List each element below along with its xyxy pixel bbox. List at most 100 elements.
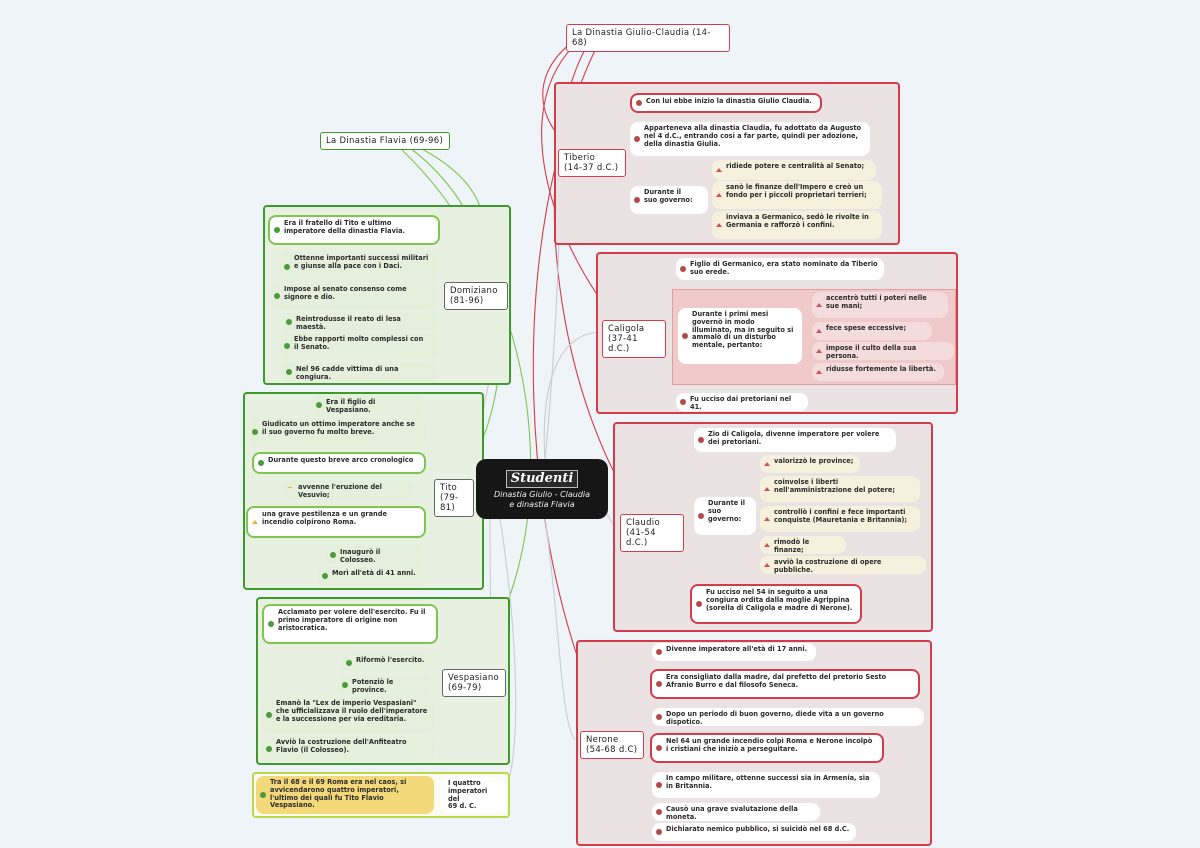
central-topic[interactable]: Studenti Dinastia Giulio - Claudia e din… [476,459,608,519]
tiberio-sub-2[interactable]: sanò le finanze dell'Impero e creò un fo… [712,181,882,209]
vespasiano-item-4[interactable]: Emanò la "Lex de imperio Vespasiani" che… [262,697,434,733]
claudio-during[interactable]: Durante il suo governo: [694,497,756,535]
node-claudio[interactable]: Claudio (41-54 d.C.) [620,514,684,552]
node-caligola[interactable]: Caligola (37-41 d.C.) [602,320,666,358]
tito-item-7[interactable]: Morì all'età di 41 anni. [318,567,424,585]
triangle-icon [764,543,770,547]
caligola-sub-3[interactable]: impose il culto della sua persona. [812,342,954,360]
tito-item-3[interactable]: Durante questo breve arco cronologico [252,452,426,474]
quattro-label-line2: imperatori del [448,786,488,803]
caligola-name: Caligola [608,324,645,334]
vespasiano-item-1-text: Acclamato per volere dell'esercito. Fu i… [278,608,426,632]
nerone-item-2[interactable]: Era consigliato dalla madre, dal prefett… [650,669,920,699]
domiziano-item-4[interactable]: Reintrodusse il reato di lesa maestà. [282,313,438,331]
bullet-icon [698,513,704,519]
tiberio-sub-3[interactable]: inviava a Germanico, sedò le rivolte in … [712,211,882,239]
caligola-item-last[interactable]: Fu ucciso dai pretoriani nel 41. [676,393,808,411]
bullet-icon [258,460,264,466]
tiberio-item-2[interactable]: Apparteneva alla dinastia Claudia, fu ad… [630,122,870,156]
claudio-sub-4[interactable]: rimodò le finanze; [760,536,846,554]
tito-item-6[interactable]: Inaugurò il Colosseo. [326,546,424,564]
nerone-item-2-text: Era consigliato dalla madre, dal prefett… [666,673,887,689]
caligola-sub-1[interactable]: accentrò tutti i poteri nelle sue mani; [812,292,948,318]
domiziano-item-2[interactable]: Ottenne importanti successi militari e g… [280,252,436,282]
caligola-during-text: Durante i primi mesi governò in modo ill… [692,310,794,350]
domiziano-item-5[interactable]: Ebbe rapporti molto complessi con il Sen… [280,333,436,359]
node-domiziano[interactable]: Domiziano (81-96) [444,282,508,310]
quattro-text[interactable]: Tra il 68 e il 69 Roma era nel caos, si … [256,776,434,814]
tito-item-1[interactable]: Era il figlio di Vespasiano. [312,396,424,414]
node-tiberio[interactable]: Tiberio (14-37 d.C.) [558,149,626,177]
nerone-item-5[interactable]: In campo militare, ottenne successi sia … [652,772,880,798]
nerone-item-6-text: Causò una grave svalutazione della monet… [666,805,798,821]
tiberio-sub-1[interactable]: ridiede potere e centralità al Senato; [712,160,876,180]
claudio-sub-3-text: controllò i confini e fece importanti co… [774,508,908,524]
tito-item-4-text: avvenne l'eruzione del Vesuvio; [298,483,382,499]
tiberio-sub-3-text: inviava a Germanico, sedò le rivolte in … [726,213,869,229]
tiberio-name: Tiberio [564,153,596,163]
tito-item-2[interactable]: Giudicato un ottimo imperatore anche se … [248,418,426,446]
nerone-item-4[interactable]: Nel 64 un grande incendio colpì Roma e N… [650,733,884,763]
tito-item-4[interactable]: avvenne l'eruzione del Vesuvio; [284,481,412,499]
node-tito[interactable]: Tito (79-81) [434,479,474,517]
claudio-sub-1[interactable]: valorizzò le province; [760,455,860,473]
tiberio-item-1[interactable]: Con lui ebbe inizio la dinastia Giulio C… [630,93,822,113]
vespasiano-item-2[interactable]: Riformò l'esercito. [342,654,432,672]
tito-item-1-text: Era il figlio di Vespasiano. [326,398,376,414]
triangle-icon [764,517,770,521]
tito-item-5[interactable]: una grave pestilenza e un grande incendi… [246,506,426,538]
nerone-item-7[interactable]: Dichiarato nemico pubblico, si suicidò n… [652,823,856,841]
nerone-item-3[interactable]: Dopo un periodo di buon governo, diede v… [652,708,924,726]
vespasiano-item-3-text: Potenziò le province. [352,678,394,694]
bullet-icon [346,660,352,666]
vespasiano-item-1[interactable]: Acclamato per volere dell'esercito. Fu i… [262,604,438,644]
bullet-icon [698,437,704,443]
claudio-item-1[interactable]: Zio di Caligola, divenne imperatore per … [694,428,896,452]
label-giulio-claudia[interactable]: La Dinastia Giulio-Claudia (14-68) [566,24,730,52]
bullet-icon [286,369,292,375]
claudio-item-last-text: Fu ucciso nel 54 in seguito a una congiu… [706,588,853,612]
dash-icon [288,487,292,488]
vespasiano-dates: (69-79) [448,683,482,693]
tiberio-sub-1-text: ridiede potere e centralità al Senato; [726,162,865,170]
bullet-icon [656,649,662,655]
caligola-sub-2[interactable]: fece spese eccessive; [812,322,932,340]
domiziano-item-6-text: Nel 96 cadde vittima di una congiura. [296,365,399,381]
vespasiano-item-5[interactable]: Avviò la costruzione dell'Anfiteatro Fla… [262,736,434,762]
nerone-item-4-text: Nel 64 un grande incendio colpì Roma e N… [666,737,873,753]
bullet-icon [274,293,280,299]
node-nerone[interactable]: Nerone (54-68 d.C) [580,731,644,759]
bullet-icon [274,227,280,233]
bullet-icon [252,429,258,435]
caligola-during[interactable]: Durante i primi mesi governò in modo ill… [678,308,802,364]
claudio-sub-5[interactable]: avviò la costruzione di opere pubbliche. [760,556,926,574]
claudio-item-last[interactable]: Fu ucciso nel 54 in seguito a una congiu… [690,584,862,624]
caligola-item-1[interactable]: Figlio di Germanico, era stato nominato … [676,258,884,280]
bullet-icon [266,712,272,718]
nerone-item-1[interactable]: Divenne imperatore all'età di 17 anni. [652,643,816,661]
domiziano-item-3[interactable]: Impose al senato consenso come signore e… [270,283,436,309]
label-flavia[interactable]: La Dinastia Flavia (69-96) [320,132,450,150]
bullet-icon [330,552,336,558]
nerone-dates: (54-68 d.C) [586,745,638,755]
bullet-icon [260,792,266,798]
bullet-icon [268,621,274,627]
claudio-sub-2[interactable]: coinvolse i liberti nell'amministrazione… [760,476,920,502]
domiziano-name: Domiziano [450,286,498,296]
domiziano-item-4-text: Reintrodusse il reato di lesa maestà. [296,315,401,331]
nerone-item-6[interactable]: Causò una grave svalutazione della monet… [652,803,820,821]
claudio-sub-3[interactable]: controllò i confini e fece importanti co… [760,506,920,532]
caligola-sub-4[interactable]: ridusse fortemente la libertà. [812,363,944,381]
node-vespasiano[interactable]: Vespasiano (69-79) [442,669,506,697]
quattro-label[interactable]: I quattro imperatori del 69 d. C. [440,777,506,813]
tito-item-6-text: Inaugurò il Colosseo. [340,548,381,564]
vespasiano-item-3[interactable]: Potenziò le province. [338,676,432,694]
domiziano-item-1[interactable]: Era il fratello di Tito e ultimo imperat… [268,215,440,245]
central-topic-title: Studenti [505,470,579,488]
quattro-label-line1: I quattro [448,779,481,787]
vespasiano-item-5-text: Avviò la costruzione dell'Anfiteatro Fla… [276,738,407,754]
nerone-name: Nerone [586,735,619,745]
domiziano-item-6[interactable]: Nel 96 cadde vittima di una congiura. [282,363,436,381]
